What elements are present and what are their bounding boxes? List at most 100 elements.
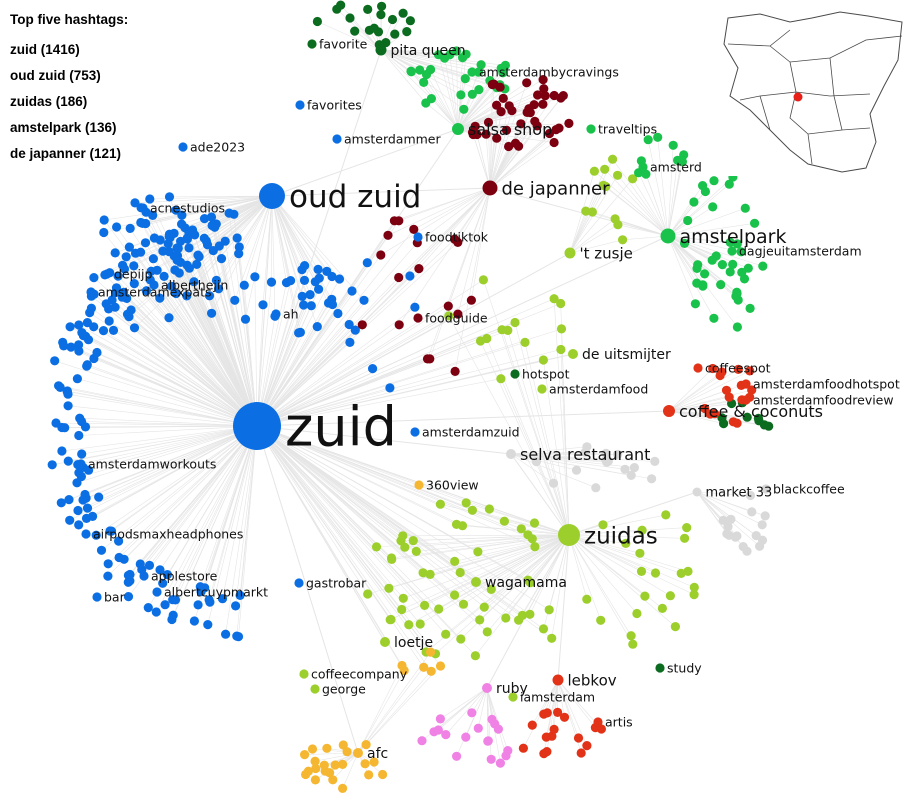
graph-node	[517, 610, 528, 621]
graph-edge	[256, 425, 402, 610]
graph-node	[305, 290, 315, 300]
graph-node	[516, 119, 526, 129]
graph-node	[417, 736, 427, 746]
graph-node	[466, 295, 476, 305]
graph-edge	[380, 49, 412, 73]
graph-edge	[568, 529, 643, 536]
graph-node	[405, 16, 415, 26]
graph-node	[478, 275, 488, 285]
graph-edge	[145, 223, 258, 427]
graph-edge	[612, 159, 669, 237]
graph-edge	[256, 282, 272, 427]
graph-edge	[256, 282, 287, 427]
graph-node	[74, 320, 84, 330]
graph-node	[647, 474, 657, 484]
labelled-node	[86, 287, 96, 297]
labelled-node	[638, 162, 648, 172]
hub-node-pita-queen	[375, 44, 387, 56]
graph-edge	[387, 187, 491, 236]
graph-edge	[256, 276, 333, 427]
graph-node	[114, 552, 124, 563]
graph-node	[707, 255, 717, 265]
graph-node	[457, 521, 468, 531]
graph-node	[170, 595, 181, 605]
graph-edge	[510, 453, 570, 536]
graph-edge	[78, 425, 258, 436]
graph-edge	[256, 425, 432, 672]
graph-edge	[398, 187, 491, 325]
graph-node	[486, 754, 496, 764]
graph-edge	[638, 172, 669, 237]
graph-edge	[256, 425, 519, 621]
graph-edge	[256, 353, 574, 427]
graph-edge	[68, 425, 258, 462]
graph-node	[114, 536, 124, 546]
labelled-node	[741, 379, 751, 389]
graph-node	[724, 530, 734, 540]
graph-node	[124, 312, 134, 322]
graph-edge	[256, 425, 427, 653]
graph-node	[527, 720, 537, 730]
graph-node	[426, 666, 436, 676]
graph-edge	[568, 534, 642, 572]
graph-node	[327, 271, 337, 282]
graph-node	[481, 129, 491, 139]
graph-node	[641, 169, 651, 179]
graph-node	[91, 530, 101, 540]
graph-node	[406, 67, 416, 77]
graph-edge	[457, 84, 501, 130]
graph-node	[74, 430, 84, 441]
graph-node	[549, 137, 559, 148]
graph-node	[510, 138, 521, 148]
graph-node	[608, 154, 618, 164]
graph-edge	[197, 255, 258, 427]
graph-edge	[256, 425, 404, 599]
graph-edge	[557, 679, 596, 728]
graph-node	[518, 743, 529, 753]
graph-edge	[256, 349, 561, 427]
graph-node	[425, 569, 435, 580]
graph-edge	[174, 195, 273, 271]
graph-edge	[391, 534, 570, 560]
graph-node	[206, 212, 217, 222]
graph-node	[529, 518, 540, 528]
hub-node-zuidas	[558, 524, 580, 546]
graph-edge	[551, 534, 570, 639]
graph-node	[732, 322, 743, 332]
graph-edge	[256, 425, 531, 583]
graph-node	[542, 708, 552, 718]
graph-node	[78, 495, 88, 505]
graph-node	[136, 247, 146, 257]
graph-edge	[216, 195, 273, 281]
graph-node	[626, 470, 636, 480]
graph-node	[450, 556, 460, 567]
graph-edge	[219, 245, 258, 427]
graph-edge	[667, 183, 730, 237]
graph-node	[338, 759, 348, 770]
graph-node	[598, 520, 608, 530]
graph-edge	[271, 195, 304, 306]
graph-node	[576, 748, 586, 758]
graph-edge	[87, 364, 258, 427]
graph-node	[724, 179, 734, 189]
graph-edge	[440, 687, 488, 720]
graph-edge	[485, 134, 491, 189]
graph-node	[643, 135, 653, 145]
graph-edge	[510, 453, 655, 462]
graph-edge	[256, 425, 536, 547]
node-label: amsterdamexpats	[98, 285, 212, 300]
hub-label-selva-restaurant: selva restaurant	[520, 445, 650, 464]
graph-edge	[235, 425, 258, 606]
graph-node	[414, 264, 424, 274]
graph-node	[510, 317, 520, 328]
graph-edge	[416, 534, 570, 552]
graph-node	[460, 74, 470, 84]
graph-edge	[478, 687, 488, 729]
graph-edge	[256, 303, 561, 427]
graph-node	[121, 252, 131, 262]
graph-edge	[91, 307, 258, 427]
graph-edge	[83, 425, 258, 468]
labelled-node	[295, 100, 305, 110]
graph-edge	[668, 368, 713, 412]
graph-edge	[109, 425, 258, 532]
